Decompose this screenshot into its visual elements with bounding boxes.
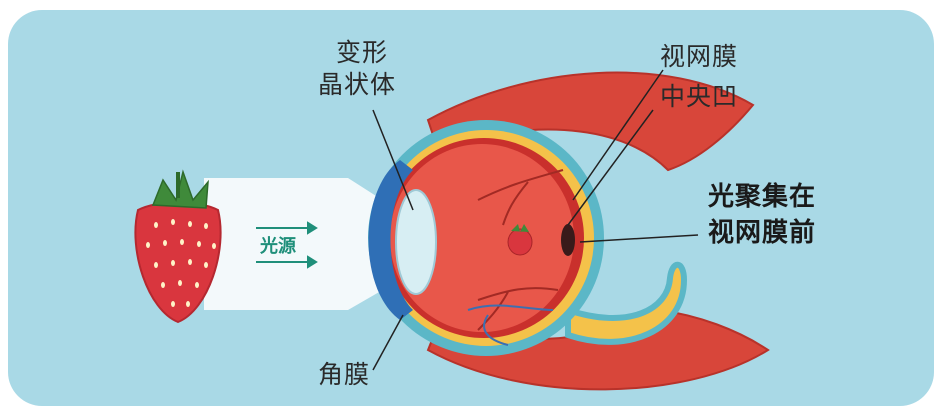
label-lens-line1: 变形 xyxy=(336,38,388,68)
label-cornea: 角膜 xyxy=(318,360,370,390)
label-retina: 视网膜 xyxy=(660,42,738,72)
fovea-spot xyxy=(561,224,575,256)
diagram-panel: 变形 晶状体 视网膜 中央凹 光聚集在 视网膜前 角膜 光源 xyxy=(8,10,934,406)
label-focus-line2: 视网膜前 xyxy=(708,218,816,248)
label-fovea: 中央凹 xyxy=(660,82,738,112)
label-focus-line1: 光聚集在 xyxy=(708,182,816,212)
lens xyxy=(396,190,436,294)
label-light-source: 光源 xyxy=(260,232,296,258)
label-lens-line2: 晶状体 xyxy=(318,70,396,100)
